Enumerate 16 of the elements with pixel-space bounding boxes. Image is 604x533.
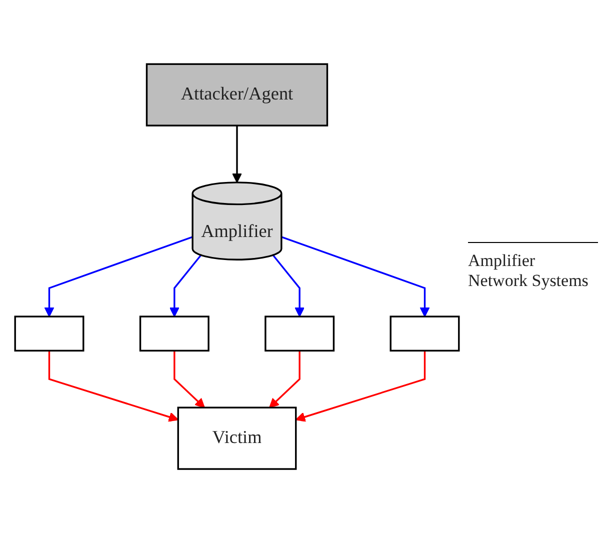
node-box (390, 316, 460, 352)
node-box: Attacker/Agent (146, 63, 328, 126)
arrow (272, 254, 305, 317)
node-box (139, 316, 210, 352)
arrow (169, 254, 202, 317)
arrow (269, 350, 300, 408)
arrow (232, 126, 242, 183)
node-box (264, 316, 335, 352)
node-box: Victim (177, 406, 297, 470)
arrow (174, 350, 205, 408)
arrow (44, 236, 193, 317)
arrow (295, 350, 426, 422)
network-label: Amplifier Network Systems (468, 251, 590, 291)
arrow (48, 350, 179, 422)
node-box (14, 316, 84, 352)
arrow (281, 236, 430, 317)
